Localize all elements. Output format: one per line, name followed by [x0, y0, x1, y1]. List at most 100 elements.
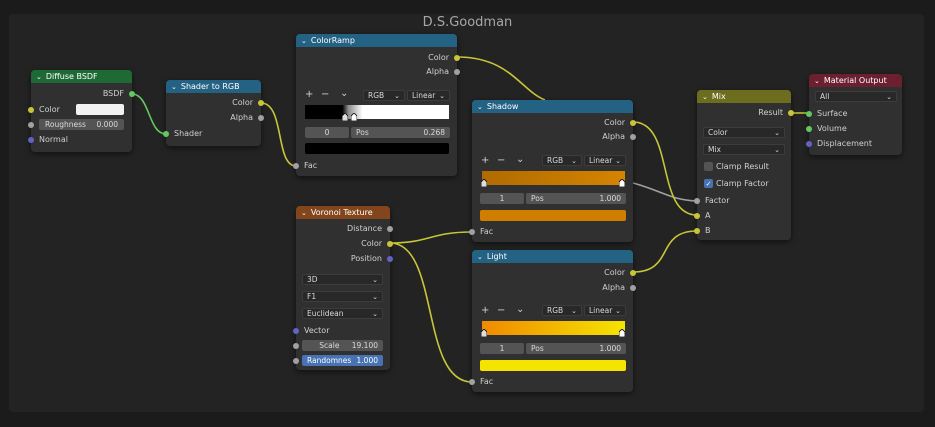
node-header[interactable]: ⌄Voronoi Texture: [296, 206, 390, 219]
clamp-factor-label: Clamp Factor: [716, 179, 769, 188]
socket-displacement-in[interactable]: [806, 141, 812, 147]
color-mode-dropdown[interactable]: RGB⌄: [542, 305, 582, 316]
collapse-chevron-icon[interactable]: ⌄: [702, 92, 708, 101]
socket-color-out[interactable]: [454, 55, 460, 61]
socket-alpha-out[interactable]: [630, 285, 636, 291]
interpolation-dropdown[interactable]: Linear⌄: [407, 90, 450, 101]
node-material-output[interactable]: ⌄Material Output All⌄ Surface Volume Dis…: [806, 74, 902, 155]
node-header[interactable]: ⌄Light: [472, 250, 633, 263]
data-type-dropdown[interactable]: Color⌄: [703, 127, 785, 138]
ramp-stop-marker[interactable]: [342, 113, 348, 121]
stop-color-swatch[interactable]: [480, 210, 626, 221]
ramp-stop-marker[interactable]: [481, 179, 487, 187]
node-header[interactable]: ⌄Mix: [697, 90, 791, 103]
socket-normal-in[interactable]: [28, 137, 34, 143]
dimensions-dropdown[interactable]: 3D⌄: [302, 274, 383, 285]
clamp-factor-checkbox[interactable]: ✓: [704, 179, 713, 188]
color-ramp-bar[interactable]: [482, 321, 625, 335]
add-stop-button[interactable]: +: [481, 155, 490, 166]
node-header[interactable]: ⌄Material Output: [809, 74, 902, 87]
socket-color-out[interactable]: [630, 120, 636, 126]
socket-fac-in[interactable]: [469, 379, 475, 385]
feature-dropdown[interactable]: F1⌄: [302, 291, 383, 302]
collapse-chevron-icon[interactable]: ⌄: [814, 76, 820, 85]
stop-index-field[interactable]: 0: [305, 127, 349, 138]
socket-alpha-out[interactable]: [258, 115, 264, 121]
ramp-menu-icon[interactable]: ⌄: [516, 154, 525, 165]
collapse-chevron-icon[interactable]: ⌄: [36, 72, 42, 81]
color-mode-dropdown[interactable]: RGB⌄: [542, 155, 582, 166]
node-light-ramp[interactable]: ⌄Light Color Alpha + − ⌄ RGB⌄ Linear⌄ 1 …: [469, 250, 636, 392]
node-header[interactable]: ⌄ColorRamp: [296, 34, 457, 47]
ramp-stop-marker[interactable]: [619, 179, 625, 187]
stop-index-field[interactable]: 1: [480, 193, 524, 204]
socket-randomness-in[interactable]: [293, 358, 299, 364]
socket-position-out[interactable]: [387, 256, 393, 262]
interpolation-dropdown[interactable]: Linear⌄: [584, 155, 626, 166]
socket-distance-out[interactable]: [387, 226, 393, 232]
target-dropdown[interactable]: All⌄: [815, 91, 897, 102]
node-mix[interactable]: ⌄Mix Result Color⌄ Mix⌄ Clamp Result ✓ C…: [694, 90, 794, 240]
socket-color-in[interactable]: [28, 107, 34, 113]
color-swatch[interactable]: [76, 104, 124, 115]
ramp-menu-icon[interactable]: ⌄: [516, 304, 525, 315]
socket-fac-in[interactable]: [469, 229, 475, 235]
node-header[interactable]: ⌄Shadow: [472, 100, 633, 113]
socket-b-in[interactable]: [694, 228, 700, 234]
node-voronoi-texture[interactable]: ⌄Voronoi Texture Distance Color Position…: [293, 206, 393, 370]
socket-color-out[interactable]: [630, 270, 636, 276]
node-header[interactable]: ⌄Shader to RGB: [166, 80, 261, 93]
add-stop-button[interactable]: +: [305, 89, 314, 100]
ramp-stop-marker[interactable]: [481, 329, 487, 337]
collapse-chevron-icon[interactable]: ⌄: [477, 102, 483, 111]
collapse-chevron-icon[interactable]: ⌄: [477, 252, 483, 261]
color-mode-dropdown[interactable]: RGB⌄: [363, 90, 405, 101]
metric-dropdown[interactable]: Euclidean⌄: [302, 308, 383, 319]
interpolation-dropdown[interactable]: Linear⌄: [584, 305, 626, 316]
socket-alpha-out[interactable]: [454, 69, 460, 75]
node-shadow-ramp[interactable]: ⌄Shadow Color Alpha + − ⌄ RGB⌄ Linear⌄ 1…: [469, 100, 636, 242]
color-ramp-bar[interactable]: [305, 105, 449, 119]
socket-surface-in[interactable]: [806, 111, 812, 117]
socket-result-out[interactable]: [788, 110, 794, 116]
socket-volume-in[interactable]: [806, 126, 812, 132]
node-shader-to-rgb[interactable]: ⌄Shader to RGB Color Alpha Shader: [163, 80, 264, 146]
stop-index-field[interactable]: 1: [480, 343, 524, 354]
socket-alpha-out[interactable]: [630, 134, 636, 140]
socket-bsdf-out[interactable]: [129, 91, 135, 97]
ramp-stop-marker[interactable]: [351, 113, 357, 121]
socket-factor-in[interactable]: [694, 198, 700, 204]
socket-scale-in[interactable]: [293, 343, 299, 349]
add-stop-button[interactable]: +: [481, 305, 490, 316]
socket-vector-in[interactable]: [293, 328, 299, 334]
socket-roughness-in[interactable]: [28, 122, 34, 128]
stop-color-swatch[interactable]: [305, 143, 449, 154]
color-ramp-bar[interactable]: [482, 171, 625, 185]
clamp-result-checkbox[interactable]: [704, 162, 713, 171]
collapse-chevron-icon[interactable]: ⌄: [301, 208, 307, 217]
socket-a-in[interactable]: [694, 213, 700, 219]
collapse-chevron-icon[interactable]: ⌄: [171, 82, 177, 91]
remove-stop-button[interactable]: −: [497, 155, 506, 166]
ramp-stop-marker[interactable]: [619, 329, 625, 337]
stop-color-swatch[interactable]: [480, 360, 626, 371]
blend-type-dropdown[interactable]: Mix⌄: [703, 144, 785, 155]
ramp-menu-icon[interactable]: ⌄: [340, 88, 349, 99]
remove-stop-button[interactable]: −: [497, 305, 506, 316]
socket-color-out[interactable]: [387, 241, 393, 247]
node-header[interactable]: ⌄Diffuse BSDF: [31, 70, 132, 83]
remove-stop-button[interactable]: −: [321, 89, 330, 100]
socket-fac-in[interactable]: [293, 163, 299, 169]
collapse-chevron-icon[interactable]: ⌄: [301, 36, 307, 45]
socket-color-out[interactable]: [258, 100, 264, 106]
node-colorramp[interactable]: ⌄ColorRamp Color Alpha + − ⌄ RGB⌄ Linear…: [293, 34, 460, 176]
socket-shader-in[interactable]: [163, 131, 169, 137]
